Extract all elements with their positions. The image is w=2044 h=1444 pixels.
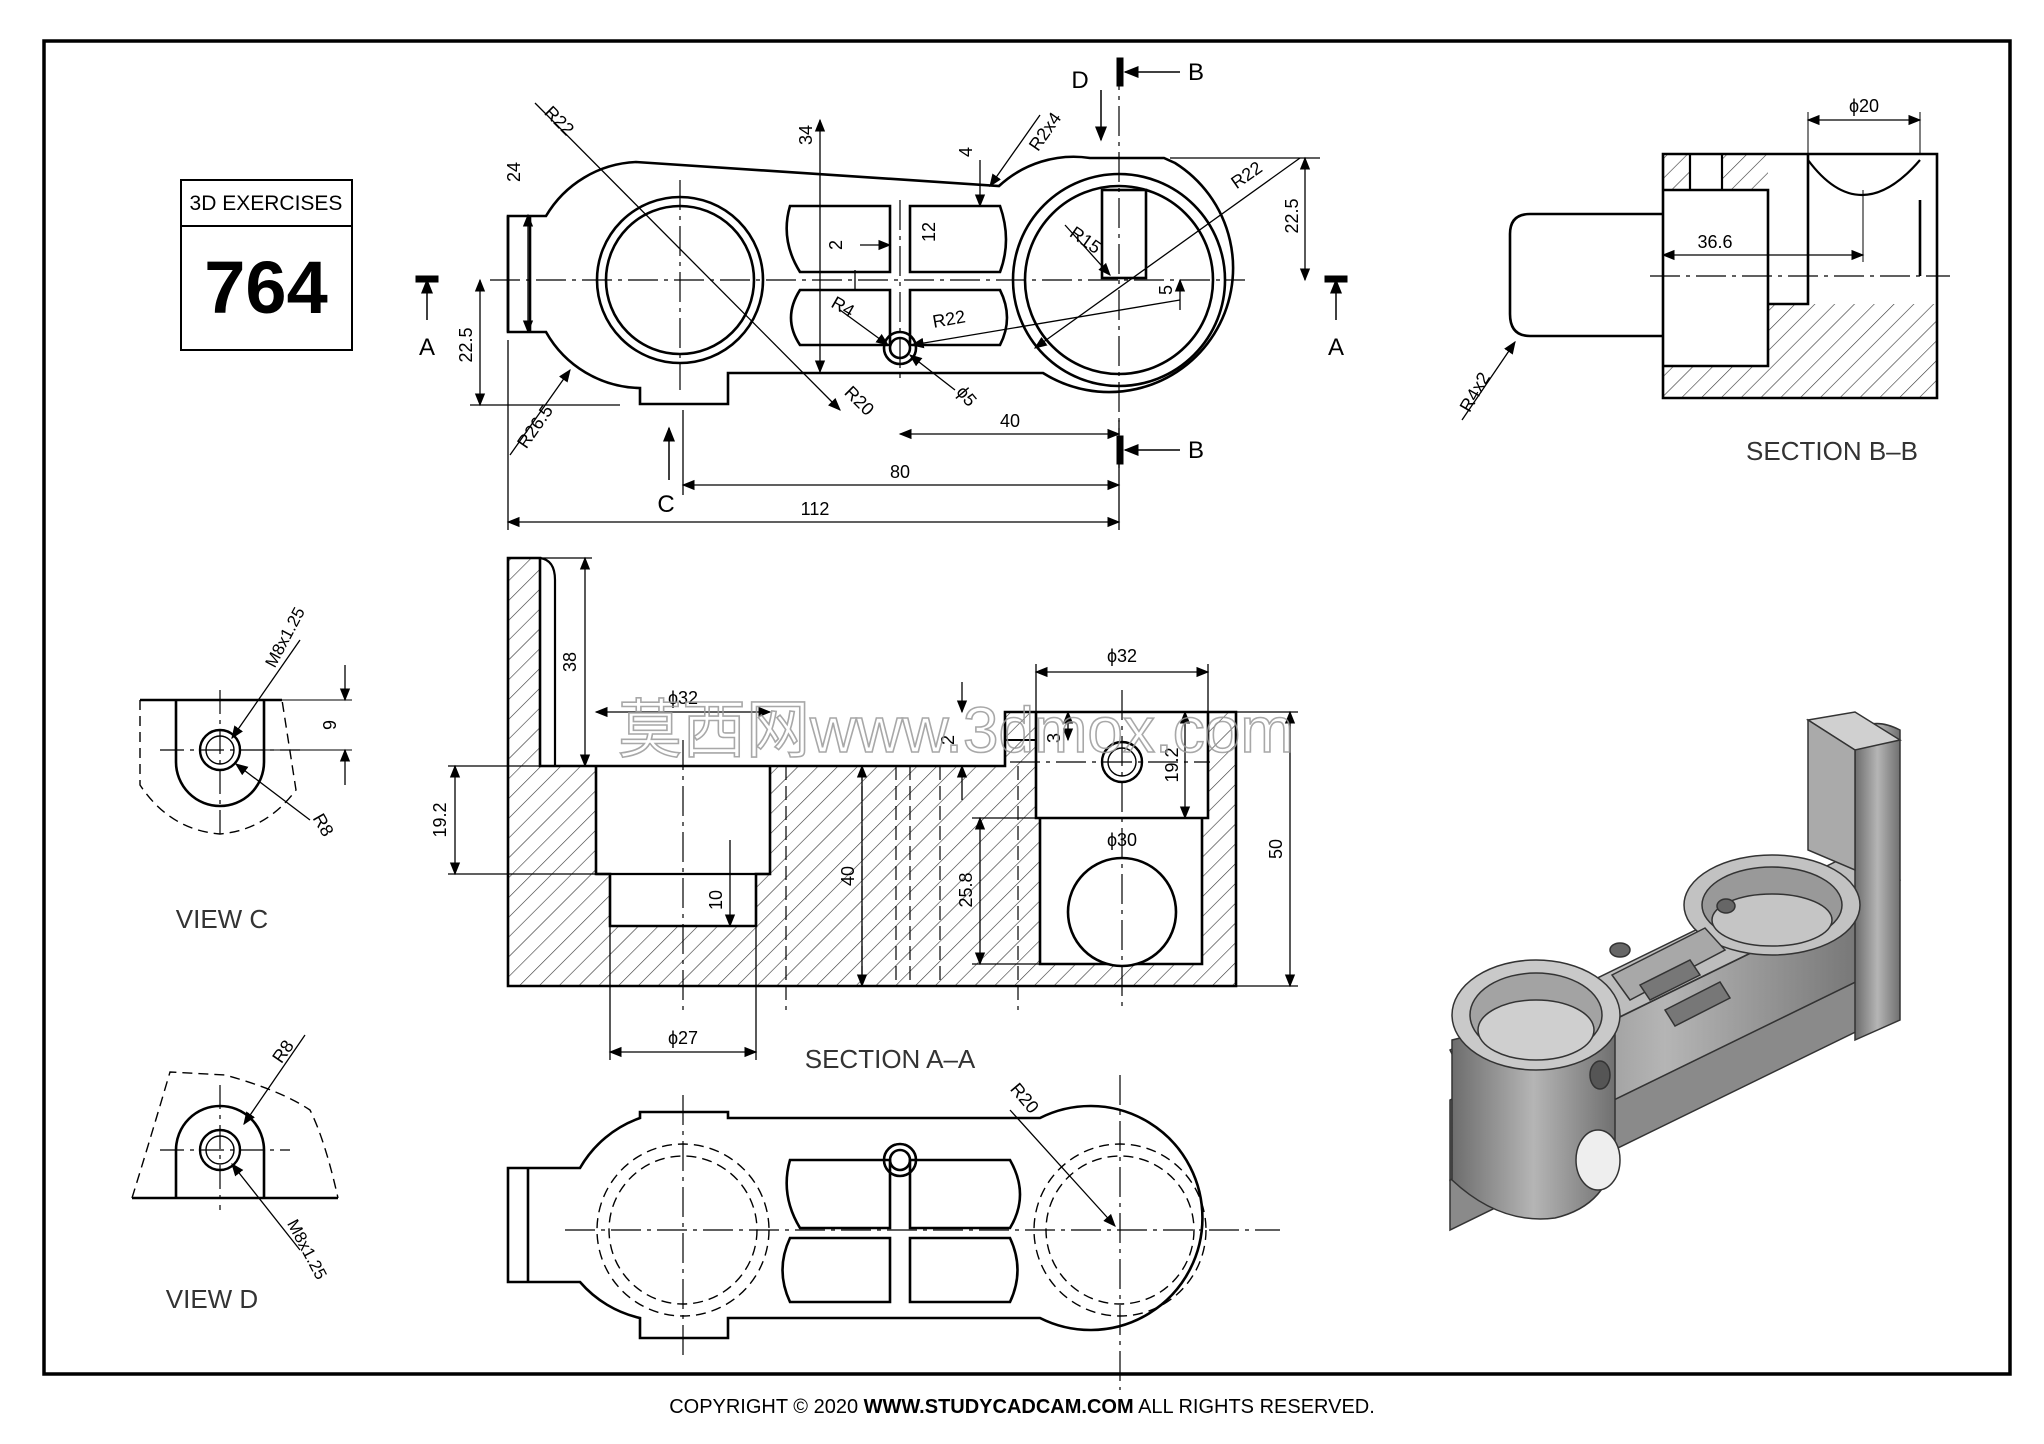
top-view-centerlines: [490, 60, 1245, 470]
d-m8: M8x1.25: [283, 1216, 330, 1282]
c-r8: R8: [309, 810, 338, 840]
dim-r22-right: R22: [1227, 157, 1266, 192]
aa-3: 3: [1044, 733, 1064, 743]
marker-c: C: [657, 491, 674, 518]
dim-r22-mid: R22: [931, 306, 967, 331]
marker-b-bottom: B: [1188, 437, 1204, 464]
bb-phi20: ϕ20: [1849, 96, 1879, 116]
dim-112: 112: [801, 499, 830, 519]
bottom-view-centerlines: [565, 1075, 1280, 1390]
badge-title: 3D EXERCISES: [190, 192, 343, 215]
aa-phi30: ϕ30: [1107, 830, 1137, 850]
dim-r20: R20: [840, 382, 877, 419]
marker-d: D: [1071, 67, 1088, 94]
dim-r22-left: R22: [540, 102, 577, 139]
aa-2: 2: [938, 735, 958, 745]
aa-38: 38: [560, 652, 580, 672]
marker-a-right: A: [1328, 334, 1344, 361]
dim-34: 34: [796, 125, 816, 145]
c-9: 9: [320, 720, 340, 730]
dim-24: 24: [504, 162, 524, 182]
dim-22-5-right: 22.5: [1282, 198, 1302, 233]
aa-25-8: 25.8: [956, 872, 976, 907]
view-d: R8 M8x1.25 VIEW D: [131, 1034, 339, 1314]
view-d-label: VIEW D: [166, 1284, 258, 1314]
view-c: M8x1.25 9 R8 VIEW C: [139, 604, 352, 934]
dim-r2x4: R2x4: [1025, 109, 1065, 155]
dim-12: 12: [919, 222, 939, 242]
section-aa: 38 19.2 ϕ32 ϕ32 2 3 19.2 10 40 25.8 ϕ30 …: [430, 556, 1298, 1074]
cutting-plane-markers: [415, 57, 1348, 480]
copyright-suffix: ALL RIGHTS RESERVED.: [1138, 1396, 1375, 1418]
isometric-render: [1448, 711, 1902, 1232]
aa-50: 50: [1266, 839, 1286, 859]
marker-b-top: B: [1188, 59, 1204, 86]
dim-40: 40: [1000, 411, 1020, 431]
marker-a-left: A: [419, 334, 435, 361]
section-aa-label: SECTION A–A: [805, 1044, 976, 1074]
copyright-line: COPYRIGHT © 2020 WWW.STUDYCADCAM.COM ALL…: [0, 1396, 2044, 1419]
dim-r15: R15: [1066, 222, 1105, 257]
aa-10: 10: [706, 890, 726, 910]
badge-number: 764: [204, 246, 327, 329]
aa-40: 40: [838, 866, 858, 886]
bb-r4x2: R4x2: [1456, 369, 1494, 415]
copyright-site[interactable]: WWW.STUDYCADCAM.COM: [863, 1396, 1134, 1418]
sheet-border: [42, 39, 2012, 1376]
aa-19-2-left: 19.2: [430, 802, 450, 837]
dim-80: 80: [890, 462, 910, 482]
d-r8: R8: [268, 1036, 298, 1066]
copyright-prefix: COPYRIGHT © 2020: [669, 1396, 859, 1418]
aa-phi32-right: ϕ32: [1107, 646, 1137, 666]
aa-19-2-right: 19.2: [1162, 747, 1182, 782]
section-bb-label: SECTION B–B: [1746, 436, 1918, 466]
dim-2: 2: [826, 240, 846, 250]
section-bb: ϕ20 36.6 R4x2 SECTION B–B: [1456, 96, 1950, 466]
dim-22-5-left: 22.5: [456, 327, 476, 362]
dim-r4: R4: [828, 292, 858, 321]
top-view-dimensions: [470, 102, 1320, 530]
aa-phi27: ϕ27: [668, 1028, 698, 1048]
dim-r26-5: R26.5: [513, 401, 557, 452]
view-c-label: VIEW C: [176, 904, 268, 934]
aa-phi32-left: ϕ32: [668, 688, 698, 708]
dim-4: 4: [956, 147, 976, 157]
exercise-badge: 3D EXERCISES 764: [180, 179, 353, 351]
bottom-r20-leader: [1009, 1109, 1116, 1227]
watermark: 莫西网www.3dmox.com: [618, 694, 1294, 766]
bottom-view: [506, 1104, 1204, 1340]
dim-phi5: ϕ5: [952, 382, 980, 410]
dim-5: 5: [1156, 285, 1176, 295]
bb-36-6: 36.6: [1697, 232, 1732, 252]
